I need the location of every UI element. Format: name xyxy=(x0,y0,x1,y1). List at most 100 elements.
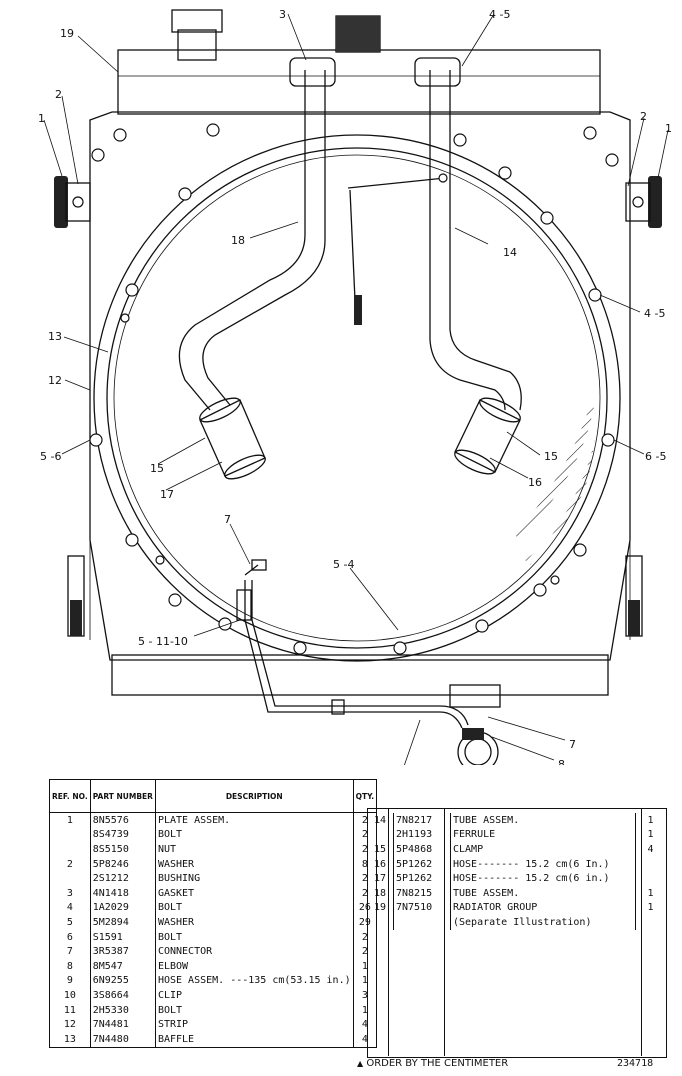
cell-desc: BOLT xyxy=(155,827,354,843)
callout-6-5: 6 -5 xyxy=(645,450,666,463)
cell-part: 6N9255 xyxy=(90,973,156,989)
cell-qty: 2 xyxy=(361,814,368,826)
cell-desc: BOLT xyxy=(155,900,354,916)
cell-part: 2H1193 xyxy=(393,827,451,843)
cell-part: 5P4868 xyxy=(393,842,451,857)
cell-part: 7N8215 xyxy=(393,885,451,901)
cell-desc: BOLT xyxy=(155,1002,354,1018)
cell-ref xyxy=(49,842,91,857)
header-ref: REF. NO. xyxy=(49,779,91,813)
header-part-number: PART NUMBER xyxy=(90,779,156,813)
callout-16: 16 xyxy=(528,476,542,489)
table-header-row: REF. NO. PART NUMBER DESCRIPTION QTY. xyxy=(49,779,377,813)
cell-desc: TUBE ASSEM. xyxy=(450,885,636,901)
callout-1-right: 1 xyxy=(665,122,672,135)
vent-line xyxy=(347,173,448,325)
column-divider xyxy=(388,808,389,1056)
footnote-text: ORDER BY THE CENTIMETER xyxy=(366,1058,509,1069)
cell-part: 4N1418 xyxy=(90,885,156,901)
cell-part: 5M2894 xyxy=(90,915,156,930)
cell-part: 5P8246 xyxy=(90,856,156,872)
cell-desc: NUT xyxy=(155,842,354,857)
leader-lines xyxy=(43,13,669,765)
callout-5-11-10: 5 - 11-10 xyxy=(138,635,188,648)
cell-part: 5P1262 xyxy=(393,871,451,886)
cell-ref: 15 xyxy=(367,842,394,857)
callout-17: 17 xyxy=(160,488,174,501)
cell-ref xyxy=(49,871,91,886)
cell-part: 7N4480 xyxy=(90,1031,156,1047)
cell-qty: 2 xyxy=(361,931,368,943)
lower-mount-left xyxy=(67,555,85,637)
cell-desc: PLATE ASSEM. xyxy=(155,812,354,828)
cell-desc: CONNECTOR xyxy=(155,944,354,959)
mounting-plate-right xyxy=(625,176,662,228)
cell-ref: 13 xyxy=(49,1031,91,1047)
cell-ref: 12 xyxy=(49,1017,91,1032)
cell-desc: STRIP xyxy=(155,1017,354,1032)
cell-desc: CLAMP xyxy=(450,842,636,857)
cell-ref: 1 xyxy=(49,812,91,828)
callout-3: 3 xyxy=(279,8,286,21)
callout-15-right: 15 xyxy=(544,450,558,463)
cell-qty: 1 xyxy=(647,887,654,899)
cell-part: 2H5330 xyxy=(90,1002,156,1018)
cell-qty: 2 xyxy=(361,887,368,899)
triangle-icon: ▲ xyxy=(357,1059,364,1068)
callout-5-6: 5 -6 xyxy=(40,450,61,463)
callout-1-left: 1 xyxy=(38,112,45,125)
cell-ref xyxy=(49,827,91,843)
cell-ref: 5 xyxy=(49,915,91,930)
cell-qty xyxy=(636,915,666,930)
cell-ref: 14 xyxy=(367,813,394,828)
cell-qty: 1 xyxy=(361,960,368,972)
radiator-frame xyxy=(89,111,631,696)
cell-desc: BAFFLE xyxy=(155,1031,354,1047)
cell-qty: 1 xyxy=(361,975,368,987)
mounting-plate-left xyxy=(54,176,91,228)
cell-ref: 2 xyxy=(49,856,91,872)
cell-ref: 3 xyxy=(49,885,91,901)
cell-part: 7N7510 xyxy=(393,900,451,916)
cell-ref: 18 xyxy=(367,885,394,901)
callout-12: 12 xyxy=(48,374,62,387)
cell-desc: BOLT xyxy=(155,929,354,945)
column-divider xyxy=(641,808,642,1056)
cell-qty: 1 xyxy=(647,814,654,826)
cell-qty xyxy=(636,871,666,886)
cell-part: S1591 xyxy=(90,929,156,945)
cell-desc: FERRULE xyxy=(450,827,636,843)
header-qty: QTY. xyxy=(353,779,377,813)
cell-part xyxy=(393,915,451,930)
cell-ref: 8 xyxy=(49,958,91,974)
cell-part: 7N4481 xyxy=(90,1017,156,1032)
cell-qty: 4 xyxy=(647,843,654,855)
cell-desc: CLIP xyxy=(155,988,354,1003)
callout-labels: 1 2 19 3 4 -5 2 1 18 14 4 -5 13 12 5 -6 … xyxy=(38,8,672,765)
drawing-number: 234718 xyxy=(617,1058,654,1069)
cell-ref: 10 xyxy=(49,988,91,1003)
cell-qty: 2 xyxy=(361,843,368,855)
radiator-core-hatching xyxy=(515,400,595,540)
cell-desc: WASHER xyxy=(155,915,354,930)
cell-qty: 1 xyxy=(361,1004,368,1016)
cell-desc: ELBOW xyxy=(155,958,354,974)
cell-desc: TUBE ASSEM. xyxy=(450,813,636,828)
cell-part: 3R5387 xyxy=(90,944,156,959)
callout-19: 19 xyxy=(60,27,74,40)
callout-15-left: 15 xyxy=(150,462,164,475)
hose-right xyxy=(454,397,521,475)
cell-qty: 2 xyxy=(361,873,368,885)
